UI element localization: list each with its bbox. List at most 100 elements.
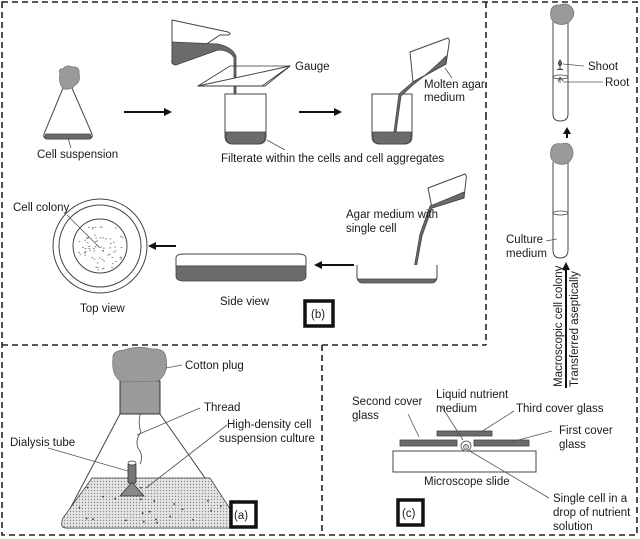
colony-cell-dot [113,242,115,244]
label-culture-1: Culture [506,234,543,246]
label-single-cell-2: drop of nutrient [553,507,631,519]
suspension-cell-dot [102,495,104,498]
label-molten-agar-1: Molten agar [424,79,485,91]
suspension-cell-dot [141,512,144,514]
third-cover-glass [436,430,493,437]
arrowhead-right-1 [164,108,172,116]
colony-cell-dot [110,243,112,244]
panel-c: Second cover glass Liquid nutrient mediu… [352,389,631,533]
label-top-view: Top view [80,303,125,315]
cotton-plug-icon [550,3,575,25]
label-single-cell-3: solution [553,521,593,533]
colony-cell-dot [84,250,87,252]
suspension-cell-dot [86,486,89,489]
colony-cell-dot [82,247,84,248]
colony-cell-dot [91,228,94,230]
label-liquid-nutrient-1: Liquid nutrient [436,389,509,401]
colony-cell-dot [93,248,95,250]
petri-dish-side-view [175,253,307,282]
arrowhead-up-2 [562,262,570,270]
label-thread: Thread [204,402,240,414]
label-second-cover-1: Second cover [352,396,422,408]
receiving-beaker [224,93,286,151]
suspension-cell-dot [140,498,142,501]
panel-tag-a-box [229,500,258,529]
colony-cell-dot [91,257,94,259]
colony-cell-dot [88,248,91,249]
panel-a: Cotton plug Thread High-density cell sus… [10,346,315,529]
colony-cell-dot [94,226,97,228]
colony-cell-dot [93,250,96,252]
colony-cell-dot [107,254,110,256]
label-agar-single-2: single cell [346,223,397,235]
gauge-outline [196,65,292,87]
colony-cell-dot [114,227,117,229]
colony-cell-dot [102,250,104,251]
suspension-cell-dot [124,519,127,522]
colony-cell-dot [97,266,99,268]
colony-cell-dot [120,247,123,248]
label-liquid-nutrient-2: medium [436,403,477,415]
suspension-cell-dot [207,499,209,502]
label-cell-colony: Cell colony [13,202,69,214]
microscope-slide [392,450,537,473]
colony-cell-dot [95,266,97,268]
colony-cell-dot [101,226,103,228]
colony-cell-dot [105,238,107,240]
suspension-cell-dot [220,505,222,507]
colony-cell-dot [99,237,102,239]
suspension-cell-dot [169,515,172,518]
arrowhead-left-2 [148,242,156,250]
label-high-density-2: suspension culture [219,433,315,445]
colony-cell-dot [78,240,81,242]
colony-cell-dot [86,242,89,243]
colony-cell-dot [84,248,87,249]
label-shoot: Shoot [588,61,619,73]
colony-cell-dot [121,237,124,239]
root-icon [557,76,564,83]
colony-cell-dot [120,257,122,258]
label-molten-agar-2: medium [424,92,465,104]
erlenmeyer-flask [47,346,238,529]
suspension-cell-dot [155,521,158,524]
suspension-cell-dot [85,517,88,520]
suspension-cell-dot [148,510,151,513]
colony-cell-dot [93,258,96,260]
suspension-cell-dot [114,497,117,500]
single-cell-icon [463,444,469,450]
agar-single-cell-pour [356,173,467,284]
colony-cell-dot [86,237,88,239]
colony-cell-dot [103,260,105,262]
label-gauge: Gauge [295,61,330,73]
cell-colony-dots [78,226,124,271]
suspension-cell-dot [210,509,212,512]
panel-tag-a: (a) [234,510,248,522]
panel-tag-c: (c) [402,508,416,520]
suspension-cell-dot [78,506,81,509]
colony-cell-dot [91,227,94,228]
label-culture-2: medium [506,248,547,260]
panel-tag-b-box [303,299,335,328]
colony-cell-dot [84,239,86,241]
cotton-plug-icon [550,142,574,165]
colony-cell-dot [108,253,111,255]
colony-cell-dot [102,250,104,252]
panel-tag-c-box [396,498,425,527]
colony-cell-dot [114,246,116,248]
label-microscope-slide: Microscope slide [424,476,510,488]
colony-cell-dot [89,249,91,251]
plug-neck [119,380,161,415]
high-density-culture [119,481,145,497]
test-tube-culture-medium [545,142,574,259]
label-first-cover-2: glass [559,439,586,451]
arrowhead-left-1 [314,261,322,269]
label-agar-single-1: Agar medium with [346,209,438,221]
colony-cell-dot [96,240,98,242]
colony-cell-dot [115,261,117,262]
label-cell-suspension: Cell suspension [37,149,118,161]
colony-cell-dot [109,247,111,249]
suspension-cell-dot [173,503,176,505]
colony-cell-dot [101,268,104,270]
